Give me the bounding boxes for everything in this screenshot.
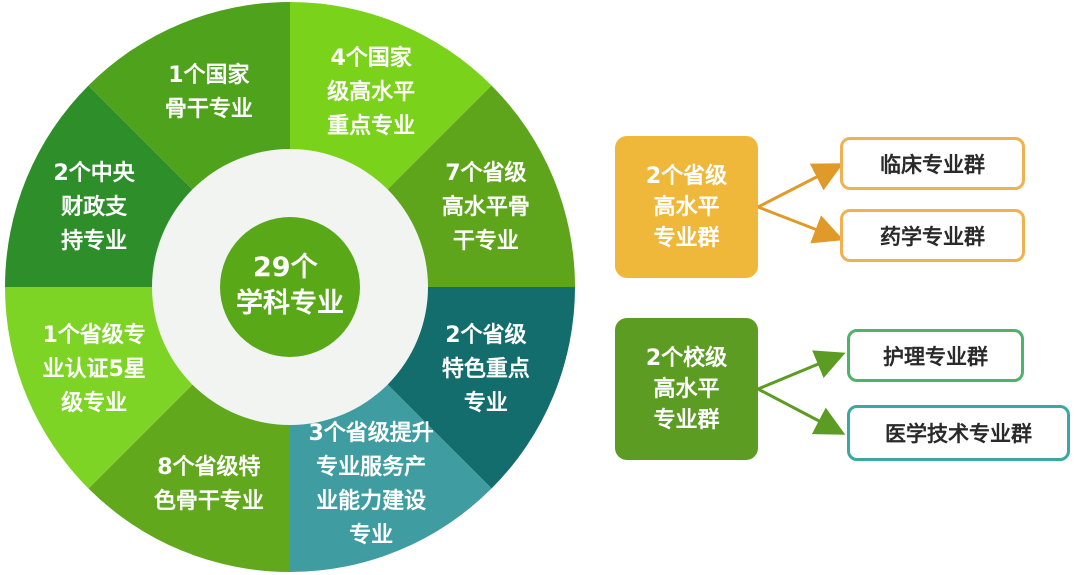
wheel-segment-label-line: 特色重点	[442, 356, 530, 382]
wheel-segment-label-line: 级专业	[61, 390, 127, 416]
wheel-segment-label: 7个省级高水平骨干专业	[442, 160, 530, 254]
wheel-segment-label: 4个国家级高水平重点专业	[327, 45, 415, 139]
wheel-segment-label-line: 业能力建设	[316, 488, 426, 514]
wheel-center	[220, 217, 360, 357]
nursing-group-label: 护理专业群	[883, 344, 988, 369]
center-label: 29个 学科专业	[236, 252, 344, 319]
center-line: 29个	[253, 252, 319, 283]
clinical-group-label: 临床专业群	[880, 152, 985, 177]
medtech-group-tag: 医学技术专业群	[847, 405, 1070, 461]
wheel-segment-label-line: 财政支	[61, 194, 128, 220]
wheel-segment-label: 2个中央财政支持专业	[53, 160, 135, 254]
wheel-segment-label-line: 色骨干专业	[154, 488, 264, 514]
pharmacy-group-label: 药学专业群	[880, 224, 985, 249]
wheel-segment-label-line: 业认证5星	[42, 357, 145, 382]
wheel-segment-label-line: 重点专业	[327, 113, 415, 139]
provincial-group-label: 2个省级 高水平 专业群	[645, 163, 728, 251]
school-group-box: 2个校级 高水平 专业群	[615, 318, 758, 460]
center-line: 学科专业	[236, 287, 344, 319]
clinical-group-tag: 临床专业群	[840, 137, 1025, 190]
wheel-segment-label-line: 8个省级特	[157, 454, 260, 480]
wheel-segment-label-line: 专业	[349, 522, 393, 548]
nursing-group-tag: 护理专业群	[847, 329, 1024, 382]
arrow-to-medtech	[757, 387, 846, 435]
provincial-group-box: 2个省级 高水平 专业群	[615, 136, 758, 278]
wheel-segment-label-line: 3个省级提升	[308, 420, 433, 446]
wheel-segment-label-line: 专业服务产	[316, 454, 426, 480]
wheel-segment-labels: 4个国家级高水平重点专业7个省级高水平骨干专业2个省级特色重点专业3个省级提升专…	[42, 45, 529, 548]
medtech-group-label: 医学技术专业群	[885, 422, 1032, 446]
discipline-wheel: 29个 学科专业 4个国家级高水平重点专业 7个省级高水平骨干专业 2个省级特色重点…	[4, 1, 575, 572]
wheel-segment-label-line: 持专业	[61, 228, 127, 254]
wheel-segment-label-line: 2个省级	[445, 322, 526, 348]
wheel-segment-label-line: 7个省级	[445, 160, 526, 186]
group-1-connectors	[757, 163, 844, 244]
pharmacy-group-tag: 药学专业群	[840, 209, 1025, 262]
wheel-segment-label: 1个国家骨干专业	[165, 62, 253, 122]
wheel-segment-label: 3个省级提升专业服务产业能力建设专业	[308, 420, 433, 548]
wheel-segment-label-line: 1个省级专	[42, 322, 145, 348]
wheel-segment-label-line: 2个中央	[53, 160, 135, 186]
group-2-connectors	[757, 350, 846, 435]
wheel-segment-label-line: 高水平骨	[442, 194, 530, 220]
wheel-segment-label-line: 级高水平	[327, 79, 415, 105]
wheel-segment-label-line: 1个国家	[168, 62, 250, 88]
wheel-segment-label: 8个省级特色骨干专业	[154, 454, 264, 514]
wheel-segment-label-line: 4个国家	[330, 45, 412, 71]
arrow-to-clinical	[757, 163, 844, 209]
arrow-to-pharmacy	[757, 205, 844, 244]
wheel-segment-label-line: 干专业	[453, 228, 519, 254]
school-group-label: 2个校级 高水平 专业群	[645, 345, 728, 433]
wheel-segment-label-line: 专业	[464, 390, 508, 416]
wheel-segment-label: 1个省级专业认证5星级专业	[42, 322, 145, 416]
arrow-to-nursing	[757, 350, 846, 391]
wheel-segment-label-line: 骨干专业	[165, 96, 253, 122]
wheel-segment-label: 2个省级特色重点专业	[442, 322, 530, 416]
